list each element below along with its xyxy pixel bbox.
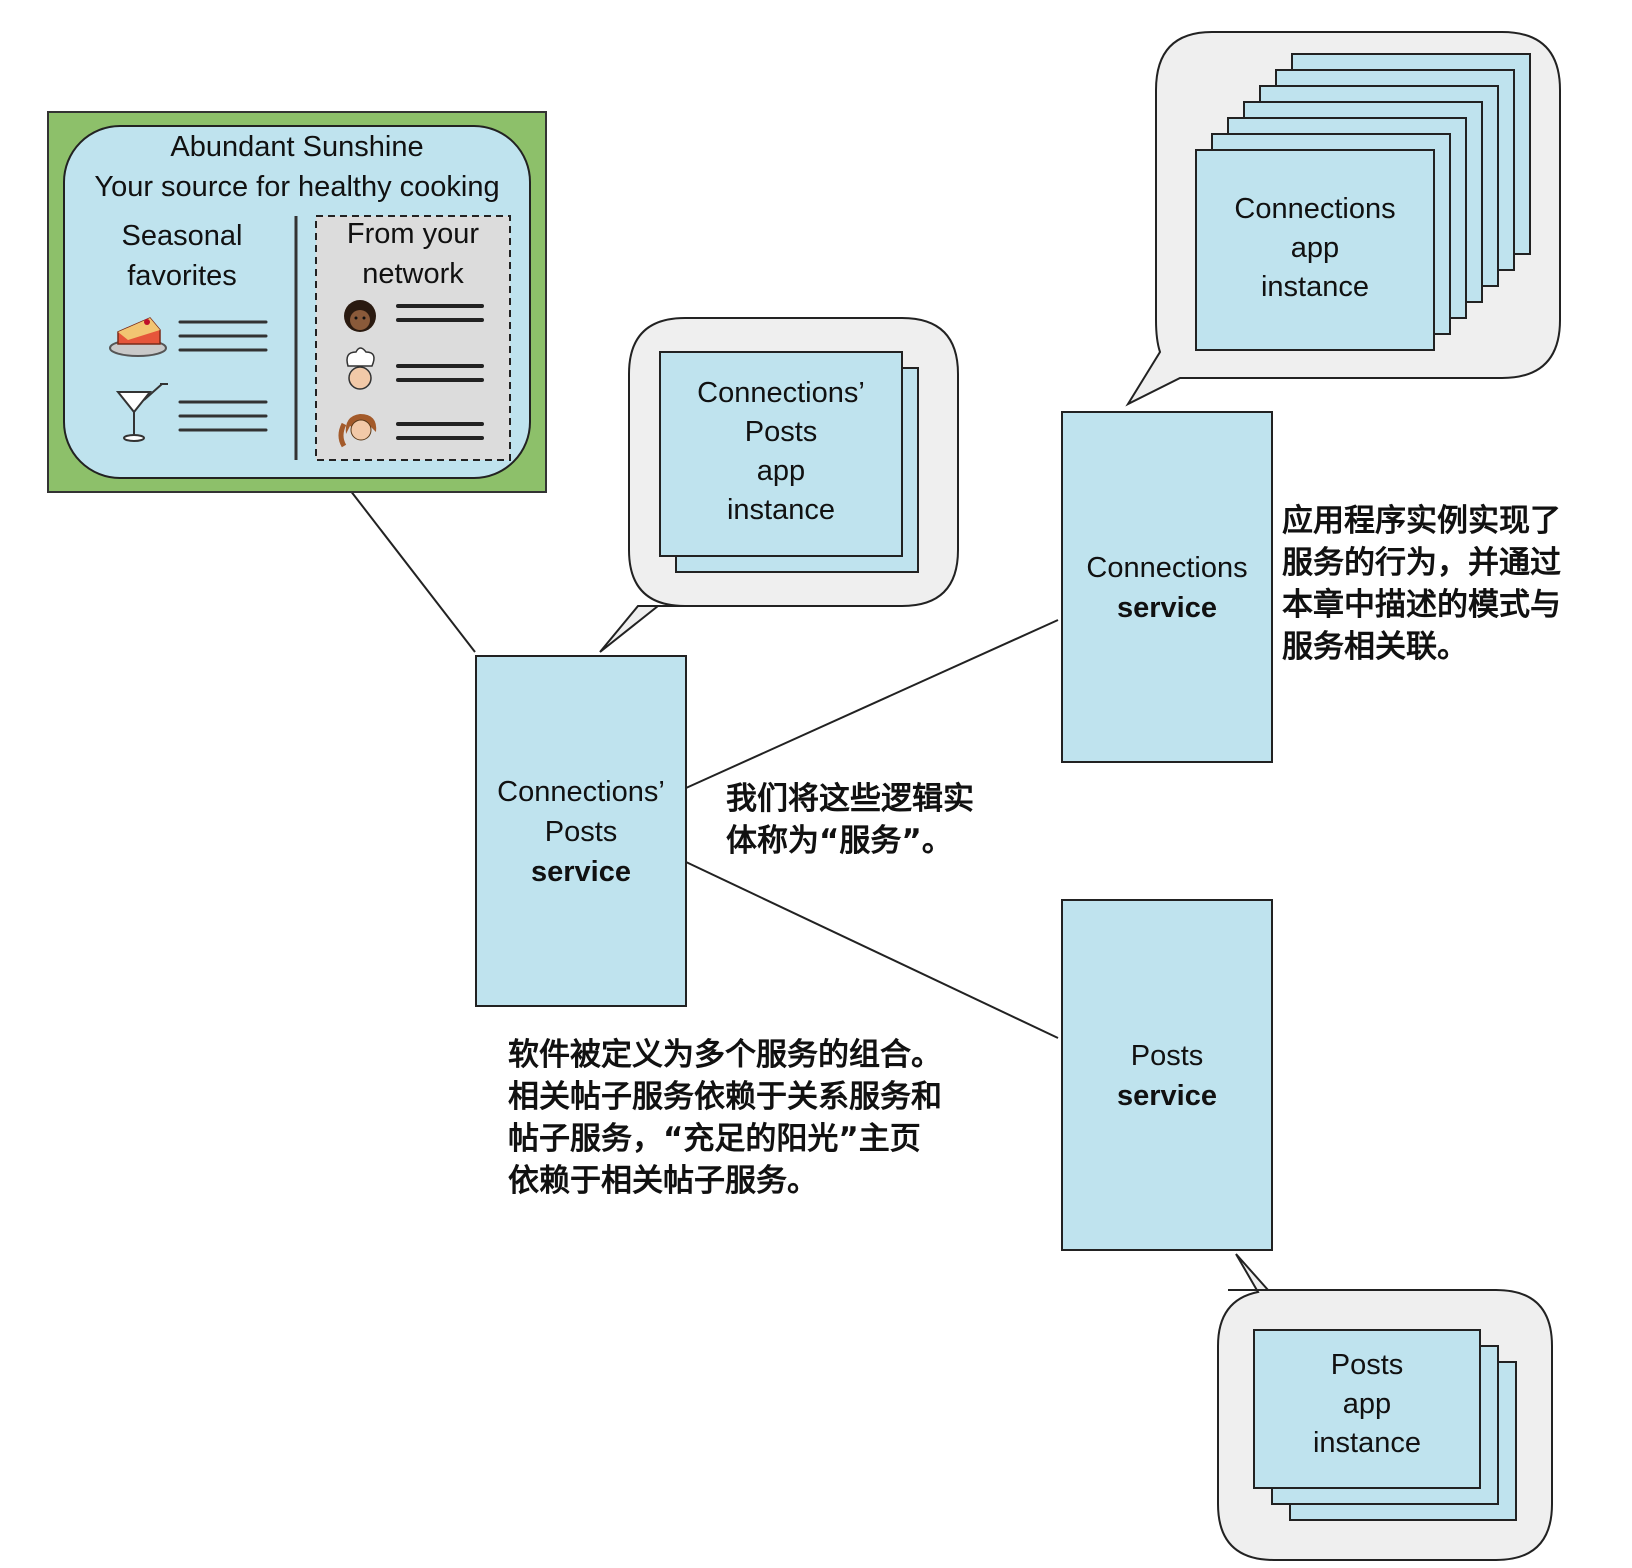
seasonal-favorites-label: Seasonal favorites <box>121 220 243 292</box>
posts-service-box <box>1061 899 1273 1251</box>
cp-to-connections-line <box>685 619 1059 789</box>
connections-instance-stack <box>1195 53 1531 351</box>
posts-instance-label: Posts app instance <box>1312 1349 1421 1459</box>
network-panel <box>315 215 511 461</box>
website-title: Abundant Sunshine <box>170 131 424 163</box>
chef-icon <box>346 347 375 390</box>
posts-service-label: Posts service <box>1062 1036 1272 1116</box>
connections-service-box <box>1061 411 1273 763</box>
cake-icon <box>109 317 167 357</box>
seasonal-text-lines <box>178 320 268 432</box>
connections-service-name: Connections <box>1086 552 1248 584</box>
posts-instance-box <box>1253 1329 1481 1489</box>
cp-instance-label: Connections’ Posts app instance <box>697 377 865 526</box>
cp-instance-box <box>659 351 903 557</box>
connections-service-label: Connections service <box>1062 548 1272 628</box>
network-text-lines <box>396 304 484 440</box>
cp-to-posts-line <box>685 861 1059 1039</box>
posts-service-kind: service <box>1117 1080 1217 1112</box>
posts-service-name: Posts <box>1130 1040 1204 1072</box>
connections-instance-label: Connections app instance <box>1234 193 1396 303</box>
connections-service-kind: service <box>1117 592 1217 624</box>
website-tagline: Your source for healthy cooking <box>94 171 500 203</box>
cp-service-box <box>475 655 687 1007</box>
website-to-cp-service-line <box>349 489 476 653</box>
note-app-instances: 应用程序实例实现了 服务的行为，并通过 本章中描述的模式与 服务相关联。 <box>1282 503 1561 665</box>
cocktail-icon <box>115 383 168 442</box>
cp-service-kind: service <box>531 856 631 888</box>
from-your-network-label: From your network <box>346 218 480 290</box>
note-composition: 软件被定义为多个服务的组合。 相关帖子服务依赖于关系服务和 帖子服务，“充足的阳… <box>508 1037 942 1199</box>
ponytail-person-icon <box>338 414 377 448</box>
curly-hair-person-icon <box>344 300 376 332</box>
cp-service-label: Connections’ Posts service <box>476 772 686 892</box>
cp-service-name: Connections’ Posts <box>497 776 665 848</box>
note-logical-entities: 我们将这些逻辑实 体称为“服务”。 <box>726 781 974 859</box>
